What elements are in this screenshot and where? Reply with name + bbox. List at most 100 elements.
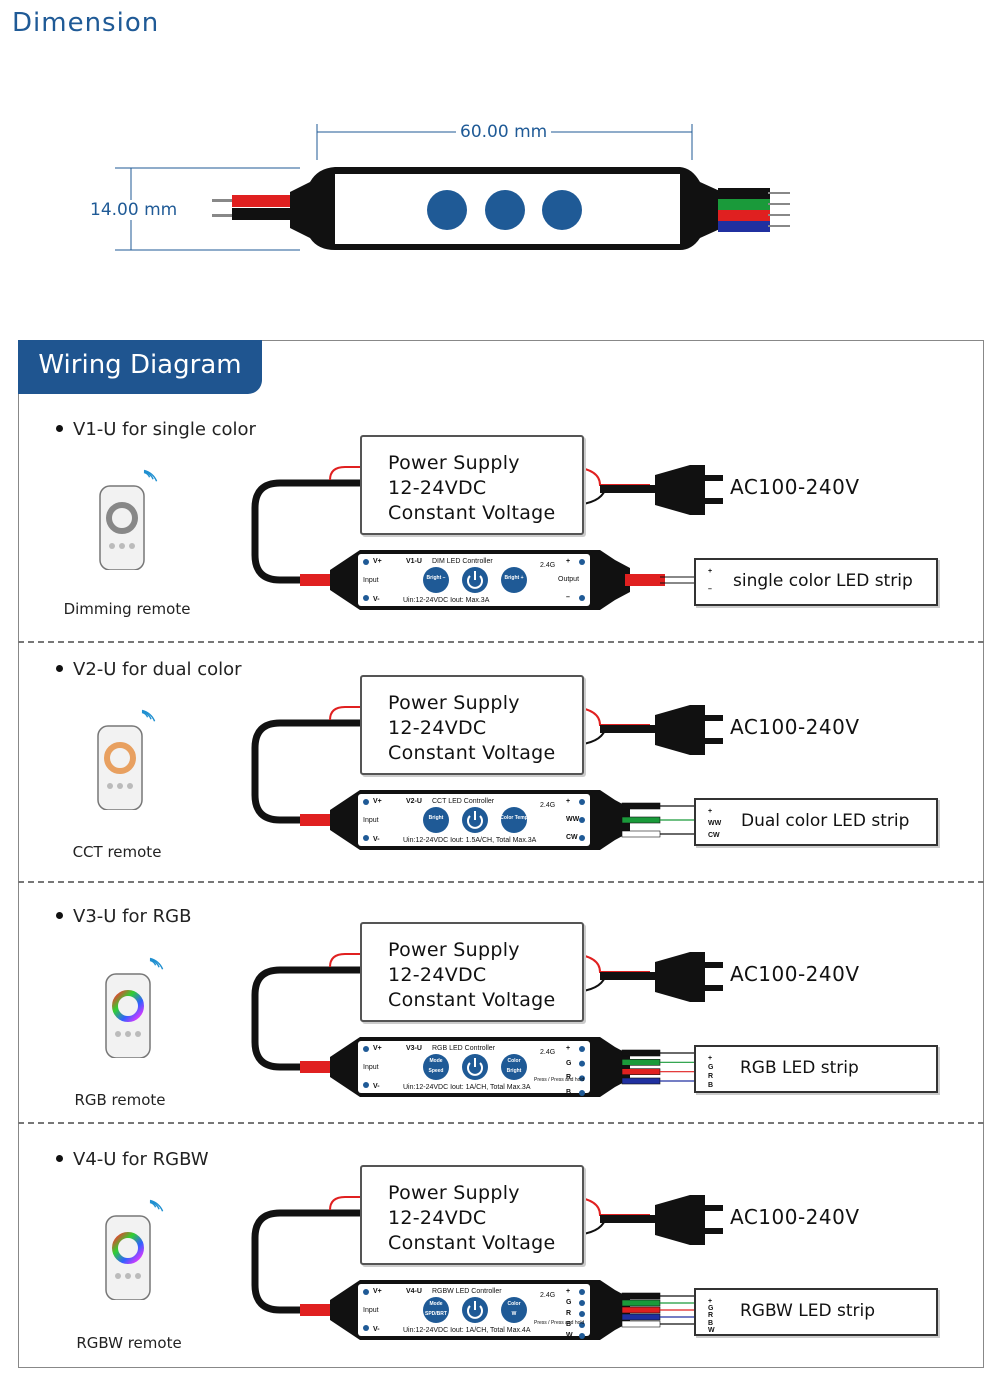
remote-control-icon bbox=[105, 1199, 164, 1300]
pin-label: Input bbox=[363, 817, 379, 824]
controller-name: RGBW LED Controller bbox=[432, 1288, 502, 1295]
frequency-label: 2.4G bbox=[540, 562, 556, 569]
button-label: Bright bbox=[506, 1068, 522, 1074]
pin-label: WW bbox=[566, 816, 580, 823]
wiring-diagram-frame bbox=[18, 340, 984, 1368]
height-dimension: 14.00 mm bbox=[86, 200, 182, 220]
strip-pin-label: W bbox=[708, 1326, 715, 1334]
pin-label: + bbox=[566, 1288, 571, 1295]
pin-label: – bbox=[566, 594, 570, 601]
strip-pin-label: B bbox=[708, 1319, 714, 1327]
remote-caption: Dimming remote bbox=[63, 600, 191, 618]
ac-plug-icon bbox=[655, 1195, 705, 1245]
psu-line: Power Supply bbox=[388, 1182, 520, 1204]
dc-wire bbox=[329, 953, 365, 968]
pin-label: V- bbox=[373, 596, 380, 603]
controller-button bbox=[501, 807, 527, 833]
frequency-label: 2.4G bbox=[540, 802, 556, 809]
pin-label: Input bbox=[363, 1307, 379, 1314]
strip-pin-label: G bbox=[708, 1064, 714, 1071]
pin-label: G bbox=[566, 1059, 572, 1067]
controller-button bbox=[423, 567, 449, 593]
pin-label: V- bbox=[373, 836, 380, 843]
dc-wire bbox=[251, 719, 365, 824]
strip-pin-label: + bbox=[708, 1298, 713, 1305]
section-divider bbox=[18, 1122, 984, 1124]
controller-name: DIM LED Controller bbox=[432, 558, 493, 565]
length-dimension: 60.00 mm bbox=[456, 122, 552, 142]
pin-label: V- bbox=[373, 1326, 380, 1333]
power-supply-box bbox=[360, 922, 584, 1022]
ac-cable bbox=[600, 1215, 655, 1223]
pin-label: V+ bbox=[373, 1045, 382, 1052]
button-label: Mode bbox=[429, 1301, 443, 1307]
output-wire bbox=[621, 1299, 661, 1307]
controller-model: V3-U bbox=[406, 1045, 422, 1052]
pin-label: + bbox=[566, 558, 571, 565]
ac-wire bbox=[574, 706, 650, 726]
ac-input-label: AC100-240V bbox=[730, 962, 860, 986]
psu-line: 12-24VDC bbox=[388, 964, 487, 986]
remote-control-icon bbox=[99, 469, 158, 570]
wiring-schematic bbox=[251, 700, 723, 850]
psu-line: Constant Voltage bbox=[388, 989, 556, 1011]
button-label: Color bbox=[507, 1058, 521, 1064]
pin-label: V+ bbox=[373, 798, 382, 805]
pin-label: Input bbox=[363, 577, 379, 584]
ac-input-label: AC100-240V bbox=[730, 1205, 860, 1229]
output-wire bbox=[621, 802, 661, 810]
output-wire bbox=[621, 1059, 661, 1066]
power-supply-box bbox=[360, 1165, 584, 1265]
psu-line: Constant Voltage bbox=[388, 502, 556, 524]
controller-note: Press / Press and hold bbox=[534, 1320, 585, 1326]
pin-label: B bbox=[566, 1089, 572, 1096]
remote-control-icon bbox=[105, 957, 164, 1058]
strip-pin-label: CW bbox=[708, 832, 720, 839]
ac-plug-icon bbox=[655, 465, 705, 515]
psu-line: Power Supply bbox=[388, 692, 520, 714]
psu-line: Power Supply bbox=[388, 452, 520, 474]
output-wire bbox=[621, 830, 661, 838]
button-label: Bright – bbox=[426, 575, 446, 581]
ac-plug-icon bbox=[655, 952, 705, 1002]
output-wire bbox=[621, 1313, 661, 1321]
controller-button bbox=[501, 1054, 527, 1080]
wiring-schematic bbox=[251, 947, 723, 1097]
power-supply-box bbox=[360, 435, 584, 535]
ac-wire bbox=[574, 953, 650, 973]
strip-pin-label: R bbox=[708, 1312, 714, 1320]
button-label: Speed bbox=[428, 1068, 444, 1074]
strip-pin-label: + bbox=[708, 808, 713, 815]
controller-specs: Uin:12-24VDC Iout: 1A/CH, Total Max.4A bbox=[403, 1327, 531, 1334]
controller-model: V4-U bbox=[406, 1288, 422, 1295]
led-strip-label: Dual color LED strip bbox=[741, 811, 910, 831]
pin-label: + bbox=[566, 798, 571, 805]
led-strip-box bbox=[694, 1045, 938, 1093]
ac-wire bbox=[574, 1196, 650, 1216]
output-wire bbox=[621, 816, 661, 824]
pin-label: G bbox=[566, 1299, 572, 1306]
pin-label: V- bbox=[373, 1083, 380, 1090]
strip-pin-label: WW bbox=[708, 820, 722, 827]
output-wire bbox=[621, 1049, 661, 1057]
ac-wire bbox=[574, 466, 650, 486]
psu-line: Constant Voltage bbox=[388, 742, 556, 764]
pin-label: V+ bbox=[373, 558, 382, 565]
ac-input-label: AC100-240V bbox=[730, 475, 860, 499]
output-wire bbox=[625, 574, 665, 586]
strip-pin-label: + bbox=[708, 1055, 713, 1062]
dc-connector bbox=[300, 1061, 330, 1073]
controller-model: V2-U bbox=[406, 798, 422, 805]
dc-connector bbox=[300, 1304, 330, 1316]
dc-wire bbox=[329, 706, 365, 721]
led-strip-box bbox=[694, 798, 938, 846]
controller-specs: Uin:12-24VDC Iout: Max.3A bbox=[403, 597, 490, 604]
wiring-schematic bbox=[251, 460, 723, 610]
remote-control-icon bbox=[97, 709, 156, 810]
section-label-v2u: V2-U for dual color bbox=[56, 659, 242, 680]
controller-dimension-drawing bbox=[115, 124, 790, 251]
dimension-title: Dimension bbox=[12, 8, 160, 38]
controller-name: CCT LED Controller bbox=[432, 798, 495, 805]
power-supply-box bbox=[360, 675, 584, 775]
output-wire bbox=[621, 1320, 661, 1328]
